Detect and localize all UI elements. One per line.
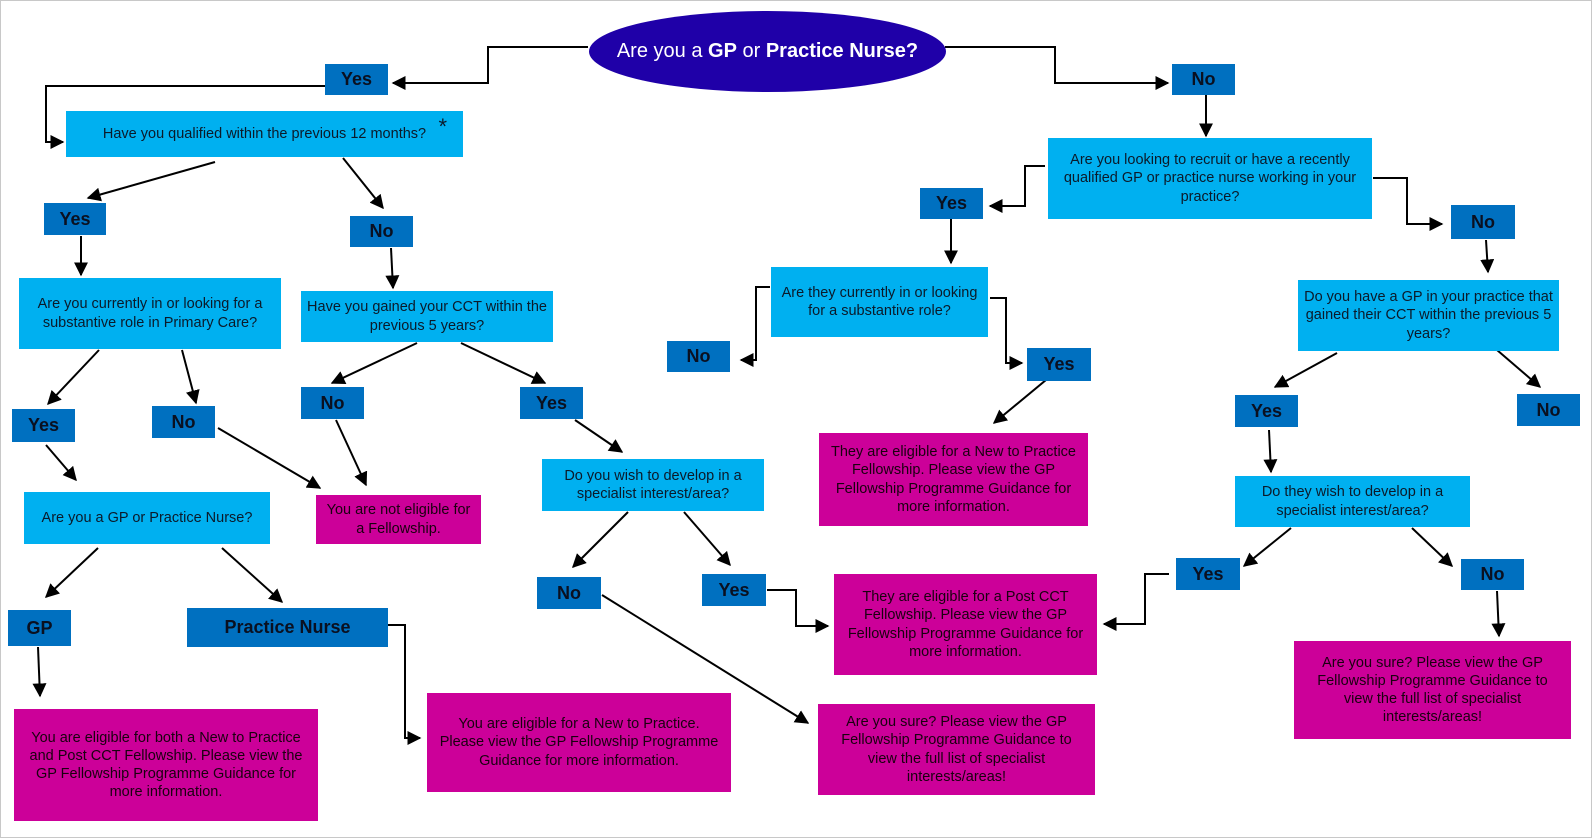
connector-yes-gpnurse	[45, 444, 77, 482]
outcome-post-cct-they: They are eligible for a Post CCT Fellows…	[834, 574, 1097, 675]
answer-gp-cct-no: No	[1517, 394, 1580, 426]
start-prefix: Are you a	[616, 40, 703, 62]
start-gp: GP	[708, 40, 737, 62]
connector-qualified-yes	[86, 161, 216, 202]
answer-cct-yes: Yes	[520, 387, 583, 419]
answer-qualified-yes: Yes	[44, 203, 106, 235]
start-question: Are you a GP or Practice Nurse?	[589, 11, 946, 92]
answer-start-no: No	[1172, 64, 1235, 95]
connector-specialist-no	[572, 511, 629, 568]
question-specialist-self: Do you wish to develop in a specialist i…	[542, 459, 764, 511]
answer-they-specialist-yes: Yes	[1176, 558, 1240, 590]
question-substantive-role: Are you currently in or looking for a su…	[19, 278, 281, 349]
answer-gp-cct-yes: Yes	[1235, 395, 1298, 427]
connector-nurse-newtopractice	[388, 624, 422, 745]
answer-practice-nurse: Practice Nurse	[187, 608, 388, 647]
connector-recruit-yes	[988, 165, 1045, 213]
connector-no-cct	[385, 247, 400, 290]
connector-cct-yes	[460, 342, 547, 384]
answer-specialist-no: No	[537, 577, 601, 609]
answer-qualified-no: No	[350, 216, 413, 247]
answer-they-substantive-yes: Yes	[1027, 348, 1091, 381]
connector-gp-cct-yes	[1273, 352, 1338, 388]
connector-they-specialist-yes	[1242, 527, 1292, 567]
outcome-are-you-sure-1: Are you sure? Please view the GP Fellows…	[818, 704, 1095, 795]
outcome-are-you-sure-2: Are you sure? Please view the GP Fellows…	[1294, 641, 1571, 739]
connector-cct-no	[330, 342, 418, 384]
question-qualified-12-months-text: Have you qualified within the previous 1…	[102, 125, 427, 142]
connector-yes-specialist	[574, 419, 624, 453]
outcome-both-fellowships: You are eligible for both a New to Pract…	[14, 709, 318, 821]
start-or: or	[742, 40, 761, 62]
asterisk: *	[438, 114, 447, 139]
question-qualified-12-months: Have you qualified within the previous 1…	[66, 111, 463, 157]
answer-cct-no: No	[301, 387, 364, 419]
answer-substantive-no: No	[152, 406, 215, 438]
connector-yes-postcct	[767, 589, 830, 633]
connector-yes-they-specialist	[1263, 429, 1278, 474]
connector-no-gp-cct	[1480, 239, 1495, 274]
connector-yes-newtopractice-they	[992, 374, 1053, 424]
connector-start-yes	[391, 46, 588, 90]
question-they-substantive: Are they currently in or looking for a s…	[771, 267, 988, 337]
connector-they-specialist-no	[1411, 527, 1454, 567]
answer-they-specialist-no: No	[1461, 559, 1524, 590]
connector-recruit-no	[1373, 177, 1444, 231]
answer-start-yes: Yes	[325, 64, 388, 95]
start-nurse: Practice Nurse?	[765, 40, 919, 62]
connector-no2-noteligible	[335, 419, 368, 487]
question-they-specialist: Do they wish to develop in a specialist …	[1235, 476, 1470, 527]
answer-recruit-no: No	[1451, 205, 1515, 239]
outcome-new-to-practice-they: They are eligible for a New to Practice …	[819, 433, 1088, 526]
question-gp-cct-5-years: Do you have a GP in your practice that g…	[1298, 280, 1559, 351]
connector-gpnurse-nurse	[221, 547, 284, 603]
answer-they-substantive-no: No	[667, 341, 730, 372]
connector-yes-qualified	[45, 85, 325, 149]
connector-qualified-no	[342, 157, 384, 210]
connector-gpnurse-gp	[44, 547, 99, 598]
answer-substantive-yes: Yes	[12, 409, 75, 442]
connector-yes-postcct-they	[1102, 573, 1169, 631]
question-gp-or-nurse: Are you a GP or Practice Nurse?	[24, 492, 270, 544]
connector-no-sure2	[1491, 590, 1506, 638]
connector-substantive-yes	[47, 349, 100, 406]
connector-no-sure1	[601, 594, 810, 724]
connector-gp-cct-no	[1496, 349, 1542, 388]
outcome-not-eligible: You are not eligible for a Fellowship.	[316, 495, 481, 544]
answer-gp: GP	[8, 610, 71, 646]
answer-recruit-yes: Yes	[920, 188, 983, 219]
outcome-new-to-practice-you: You are eligible for a New to Practice. …	[427, 693, 731, 792]
connector-gp-both	[32, 646, 47, 698]
answer-specialist-yes: Yes	[702, 574, 766, 606]
connector-they-substantive-yes	[990, 297, 1024, 370]
question-recruit: Are you looking to recruit or have a rec…	[1048, 138, 1372, 219]
connector-start-no	[945, 46, 1170, 90]
connector-specialist-yes	[683, 511, 731, 567]
connector-no1-noteligible	[217, 427, 322, 489]
connector-substantive-no	[181, 349, 200, 405]
connector-they-substantive-no	[739, 286, 770, 367]
question-cct-5-years: Have you gained your CCT within the prev…	[301, 291, 553, 342]
